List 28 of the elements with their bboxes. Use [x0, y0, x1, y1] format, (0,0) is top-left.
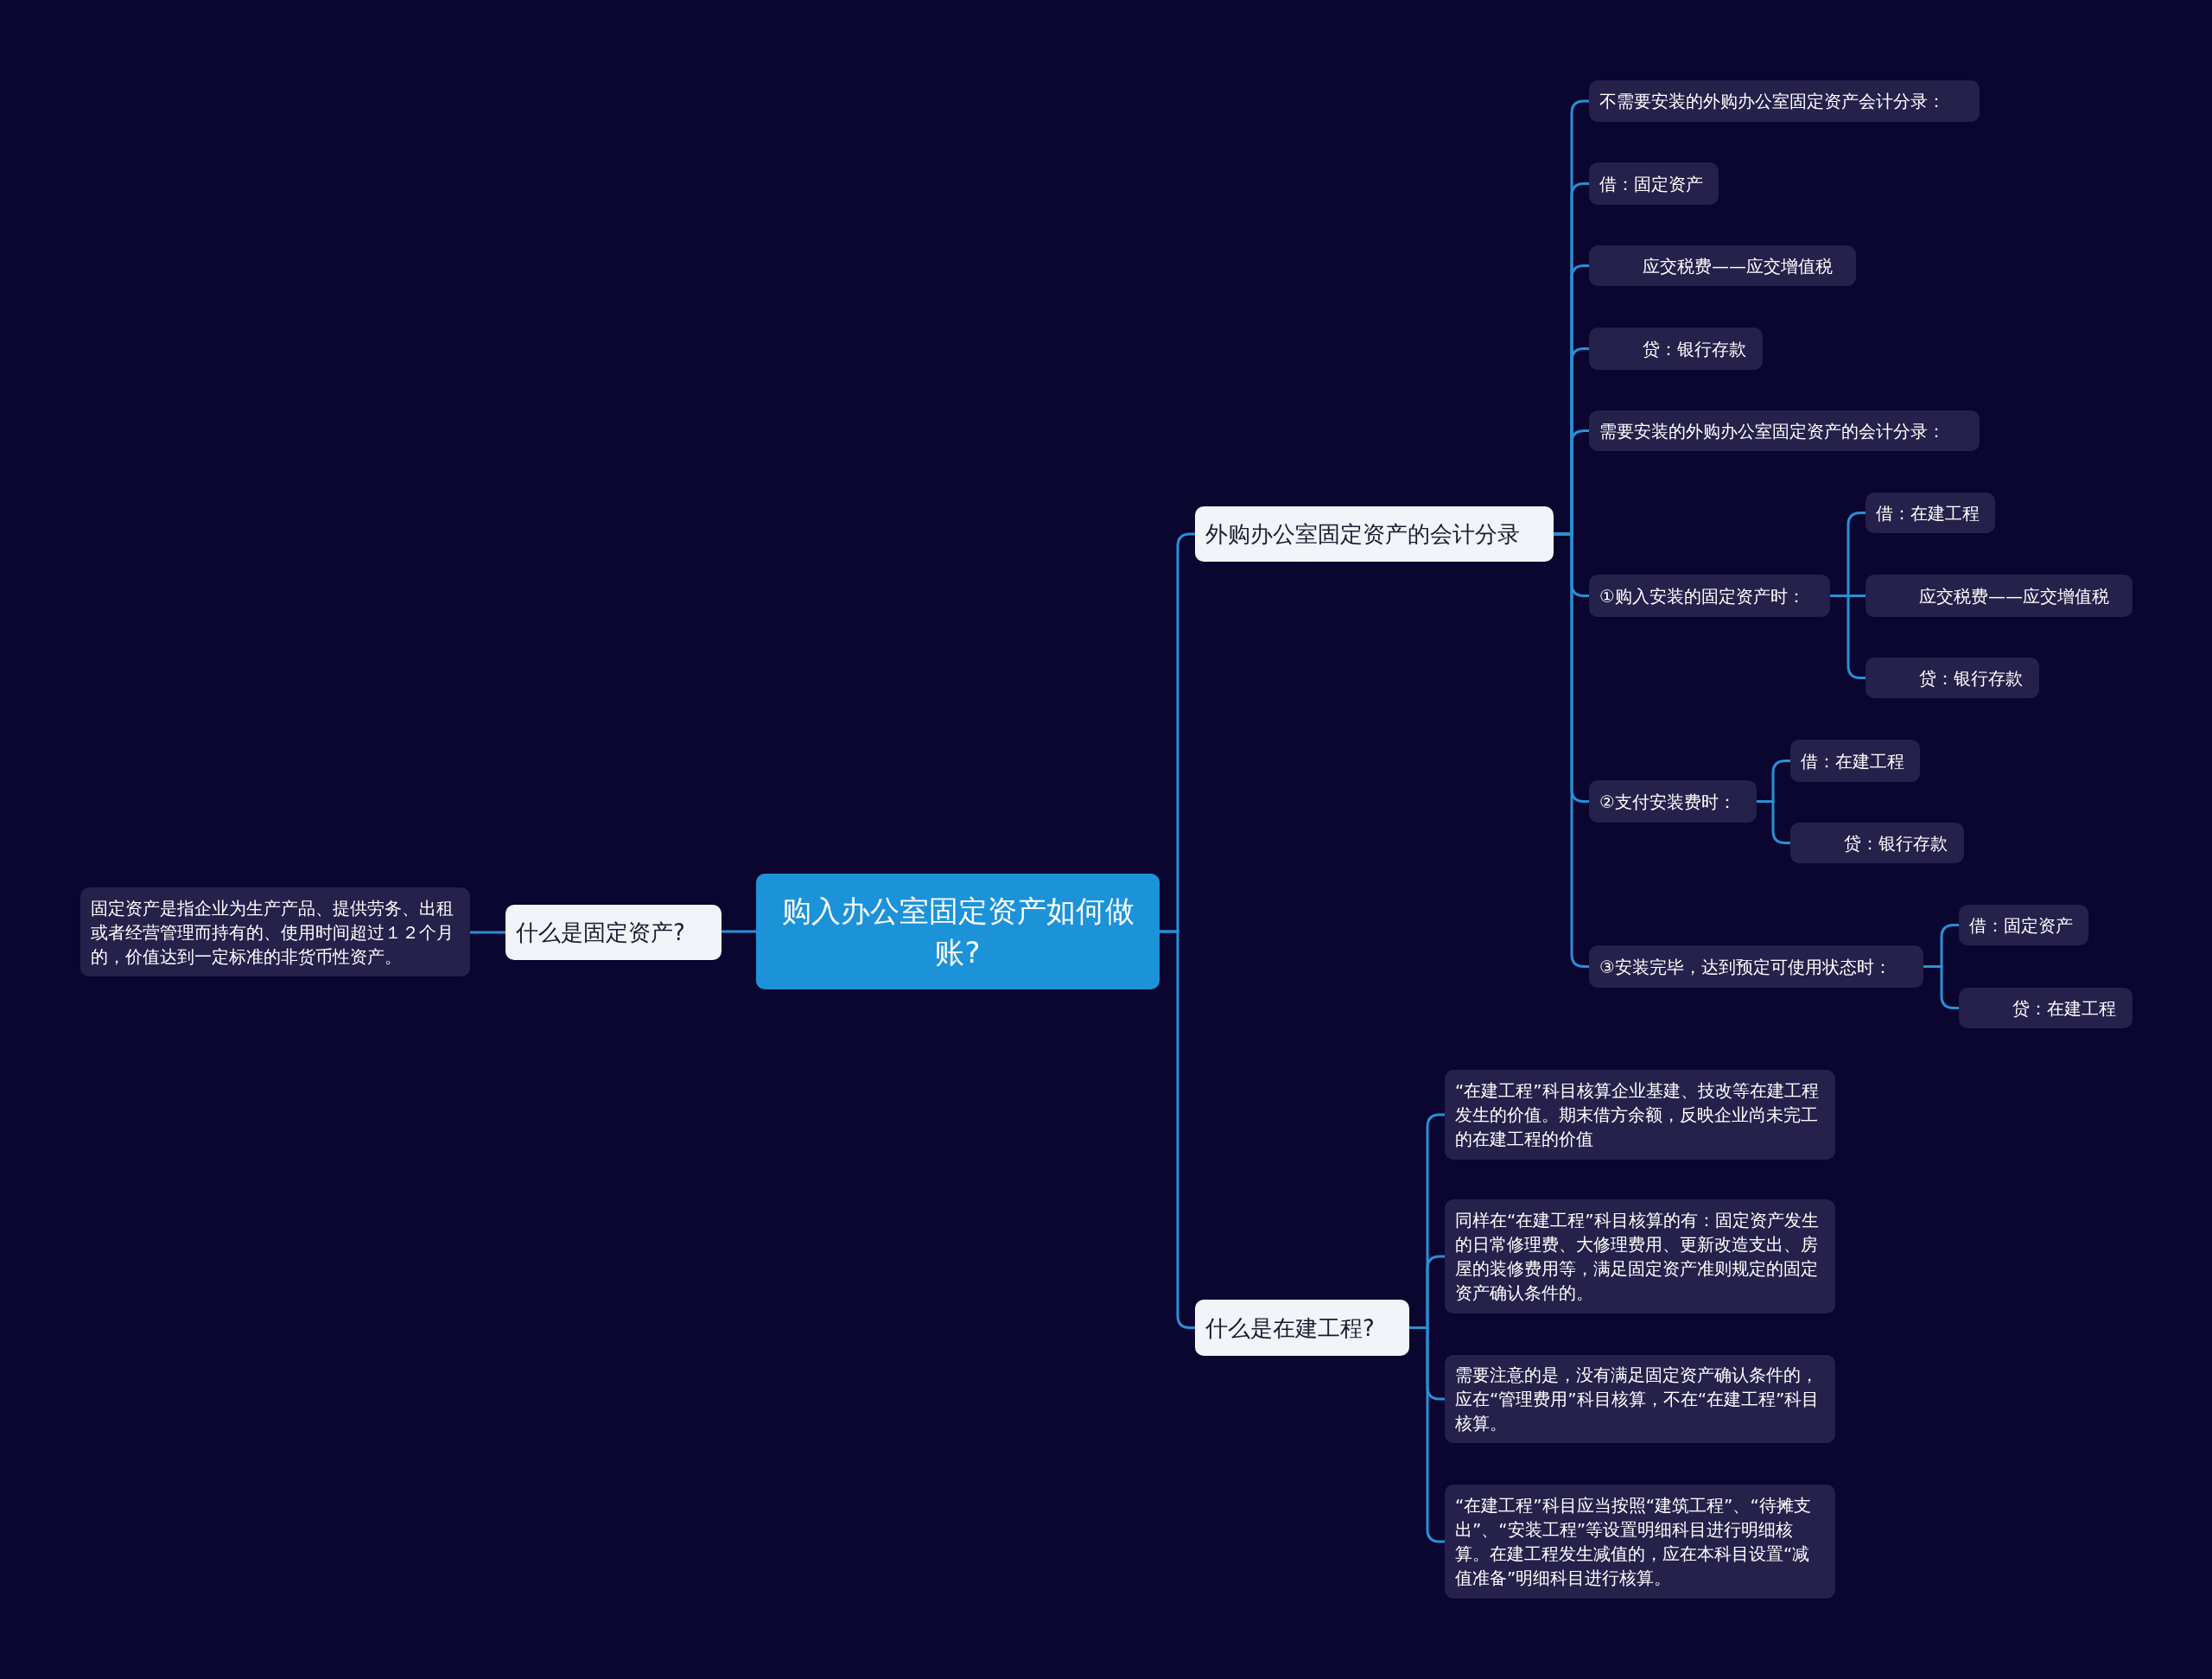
entry-box: ②支付安装费时：: [1589, 780, 1757, 823]
root-topic-box: 购入办公室固定资产如何做账?: [756, 874, 1160, 989]
entry-box: 借：在建工程: [1790, 740, 1920, 782]
entry-box: 借：在建工程: [1866, 493, 1995, 533]
entry-box: 借：固定资产: [1589, 162, 1719, 205]
connector-line: [1923, 965, 1959, 1009]
note-box: 固定资产是指企业为生产产品、提供劳务、出租或者经营管理而持有的、使用时间超过１２个月的，价值达到一定标准的非货币性资产。: [80, 887, 470, 976]
note-box: 同样在“在建工程”科目核算的有：固定资产发生的日常修理费、大修理费用、更新改造支出、房屋的装修费用等，满足固定资产准则规定的固定资产确认条件的。: [1445, 1199, 1835, 1313]
note-box: 需要注意的是，没有满足固定资产确认条件的，应在“管理费用”科目核算，不在“在建工程”科目核算。: [1445, 1355, 1835, 1443]
connector-line: [1757, 800, 1790, 844]
entry-box: 贷：在建工程: [1959, 988, 2133, 1028]
topic-box: 外购办公室固定资产的会计分录: [1195, 506, 1554, 562]
topic-box: 什么是固定资产?: [505, 905, 721, 960]
topic-box: 什么是在建工程?: [1195, 1300, 1409, 1356]
entry-box: 贷：银行存款: [1790, 823, 1964, 863]
connector-line: [470, 931, 505, 934]
entry-box: 借：固定资产: [1959, 905, 2088, 945]
entry-box: ③安装完毕，达到预定可使用状态时：: [1589, 945, 1923, 988]
entry-box: 应交税费——应交增值税: [1866, 575, 2133, 617]
note-box: “在建工程”科目应当按照“建筑工程”、“待摊支出”、“安装工程”等设置明细科目进行明细核算。在建工程发生减值的，应在本科目设置“减值准备”明细科目进行核算。: [1445, 1485, 1835, 1599]
entry-box: ①购入安装的固定资产时：: [1589, 575, 1830, 617]
entry-box: 贷：银行存款: [1589, 328, 1763, 370]
entry-box: 应交税费——应交增值税: [1589, 245, 1856, 286]
entry-box: 需要安装的外购办公室固定资产的会计分录：: [1589, 410, 1980, 451]
connector-line: [721, 930, 756, 933]
entry-box: 贷：银行存款: [1866, 658, 2039, 698]
entry-box: 不需要安装的外购办公室固定资产会计分录：: [1589, 80, 1980, 122]
note-box: “在建工程”科目核算企业基建、技改等在建工程发生的价值。期末借方余额，反映企业尚未完工的在建工程的价值: [1445, 1070, 1835, 1160]
